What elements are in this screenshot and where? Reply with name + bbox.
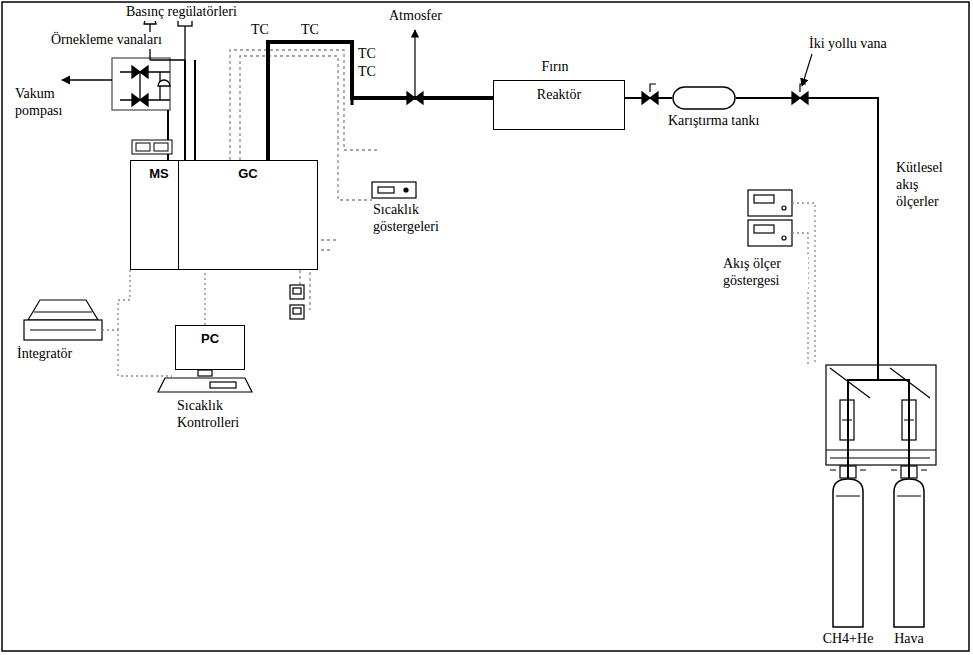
pc-monitor: PC	[175, 325, 245, 370]
integrator-printer-part	[30, 312, 96, 330]
sampling-valves-part	[112, 58, 170, 110]
node-text: Hava	[894, 631, 924, 647]
cylinder-outline	[832, 478, 864, 628]
sampling-valves-part	[158, 80, 170, 86]
integrator-printer	[24, 300, 102, 340]
thermocouple-tag: TC	[250, 22, 270, 39]
part-label: Örnekleme vanaları	[50, 32, 163, 49]
flow-meter-display-part	[754, 225, 774, 233]
cylinder-band	[836, 496, 860, 497]
gc-details-part	[136, 143, 150, 151]
temperature-indicators-part	[290, 305, 304, 319]
temperature-indicators-part	[290, 285, 304, 299]
part-label: İntegratör	[16, 346, 73, 363]
thermocouple-tag: TC	[357, 46, 377, 63]
tank-outline	[673, 87, 735, 109]
tank-outline	[672, 86, 736, 110]
gas-line	[625, 97, 672, 99]
node-text: GC	[179, 161, 317, 182]
line-valves-part	[414, 30, 415, 98]
sampling-valves-part	[132, 94, 148, 106]
temperature-indicators-part	[293, 308, 301, 314]
temperature-indicators-part	[404, 188, 408, 192]
cylinder-outline	[833, 479, 863, 627]
line-valves-part	[802, 54, 812, 86]
line-valves-part	[800, 84, 806, 92]
temperature-indicators-part	[372, 182, 416, 198]
cylinder-outline	[893, 478, 925, 628]
flow-meter-display-part	[782, 236, 786, 240]
cylinder-valves-part	[830, 469, 927, 470]
node-text: Karıştırma tankı	[668, 113, 759, 129]
node-text: Reaktör	[494, 81, 624, 103]
gas-cylinder: CH4+He	[832, 478, 864, 628]
signal-cables	[102, 270, 172, 376]
flow-meter-display-part	[782, 206, 786, 210]
part-label: Atmosfer	[388, 8, 443, 25]
part-label: İki yollu vana	[808, 36, 888, 53]
flow-meter-display-part	[748, 190, 792, 216]
temperature-indicators-part	[293, 288, 301, 294]
gc-details-part	[154, 143, 168, 151]
node-text: PC	[176, 326, 244, 347]
cylinder-band	[897, 496, 921, 497]
pc-parts	[158, 370, 252, 392]
thermocouple-tag: TC	[357, 64, 377, 81]
cylinder-valves	[830, 466, 927, 478]
furnace-box: FırınReaktör	[493, 80, 625, 130]
thermocouple-wires-part	[230, 50, 378, 160]
line-valves-part	[650, 84, 656, 92]
mass-flow-meters-part	[830, 368, 930, 398]
pc-parts-part	[210, 382, 236, 388]
part-label: Sıcaklık göstergeleri	[372, 202, 454, 236]
part-label: Basınç regülatörleri	[125, 4, 238, 21]
node-text: CH4+He	[823, 631, 874, 647]
furnace-label: Fırın	[541, 59, 568, 75]
pc-parts-part	[198, 370, 212, 376]
flow-meter-display-part	[748, 220, 792, 246]
part-label: Vakum pompası	[14, 86, 66, 120]
flow-meter-display	[748, 190, 792, 246]
part-label: Akış ölçer göstergesi	[722, 256, 808, 290]
vacuum-arrow	[62, 79, 112, 80]
gc-details-part	[132, 140, 172, 154]
gas-line	[268, 42, 493, 160]
temperature-indicators-part	[378, 187, 394, 193]
cylinder-outline	[894, 479, 924, 627]
gas-cylinder: Hava	[893, 478, 925, 628]
signal-cable	[204, 270, 205, 325]
sampling-valves-part	[132, 66, 148, 78]
part-label: Kütlesel akış ölçerler	[895, 160, 963, 210]
pc-parts-part	[158, 378, 252, 392]
mixing-tank: Karıştırma tankı	[672, 86, 736, 110]
mass-flow-meters-part	[826, 420, 936, 458]
flow-meter-display-part	[754, 195, 774, 203]
gc-unit: GC	[178, 160, 318, 270]
part-label: Sıcaklık Kontrolleri	[176, 398, 278, 432]
thermocouple-tag: TC	[300, 22, 320, 39]
integrator-printer-part	[28, 300, 98, 320]
